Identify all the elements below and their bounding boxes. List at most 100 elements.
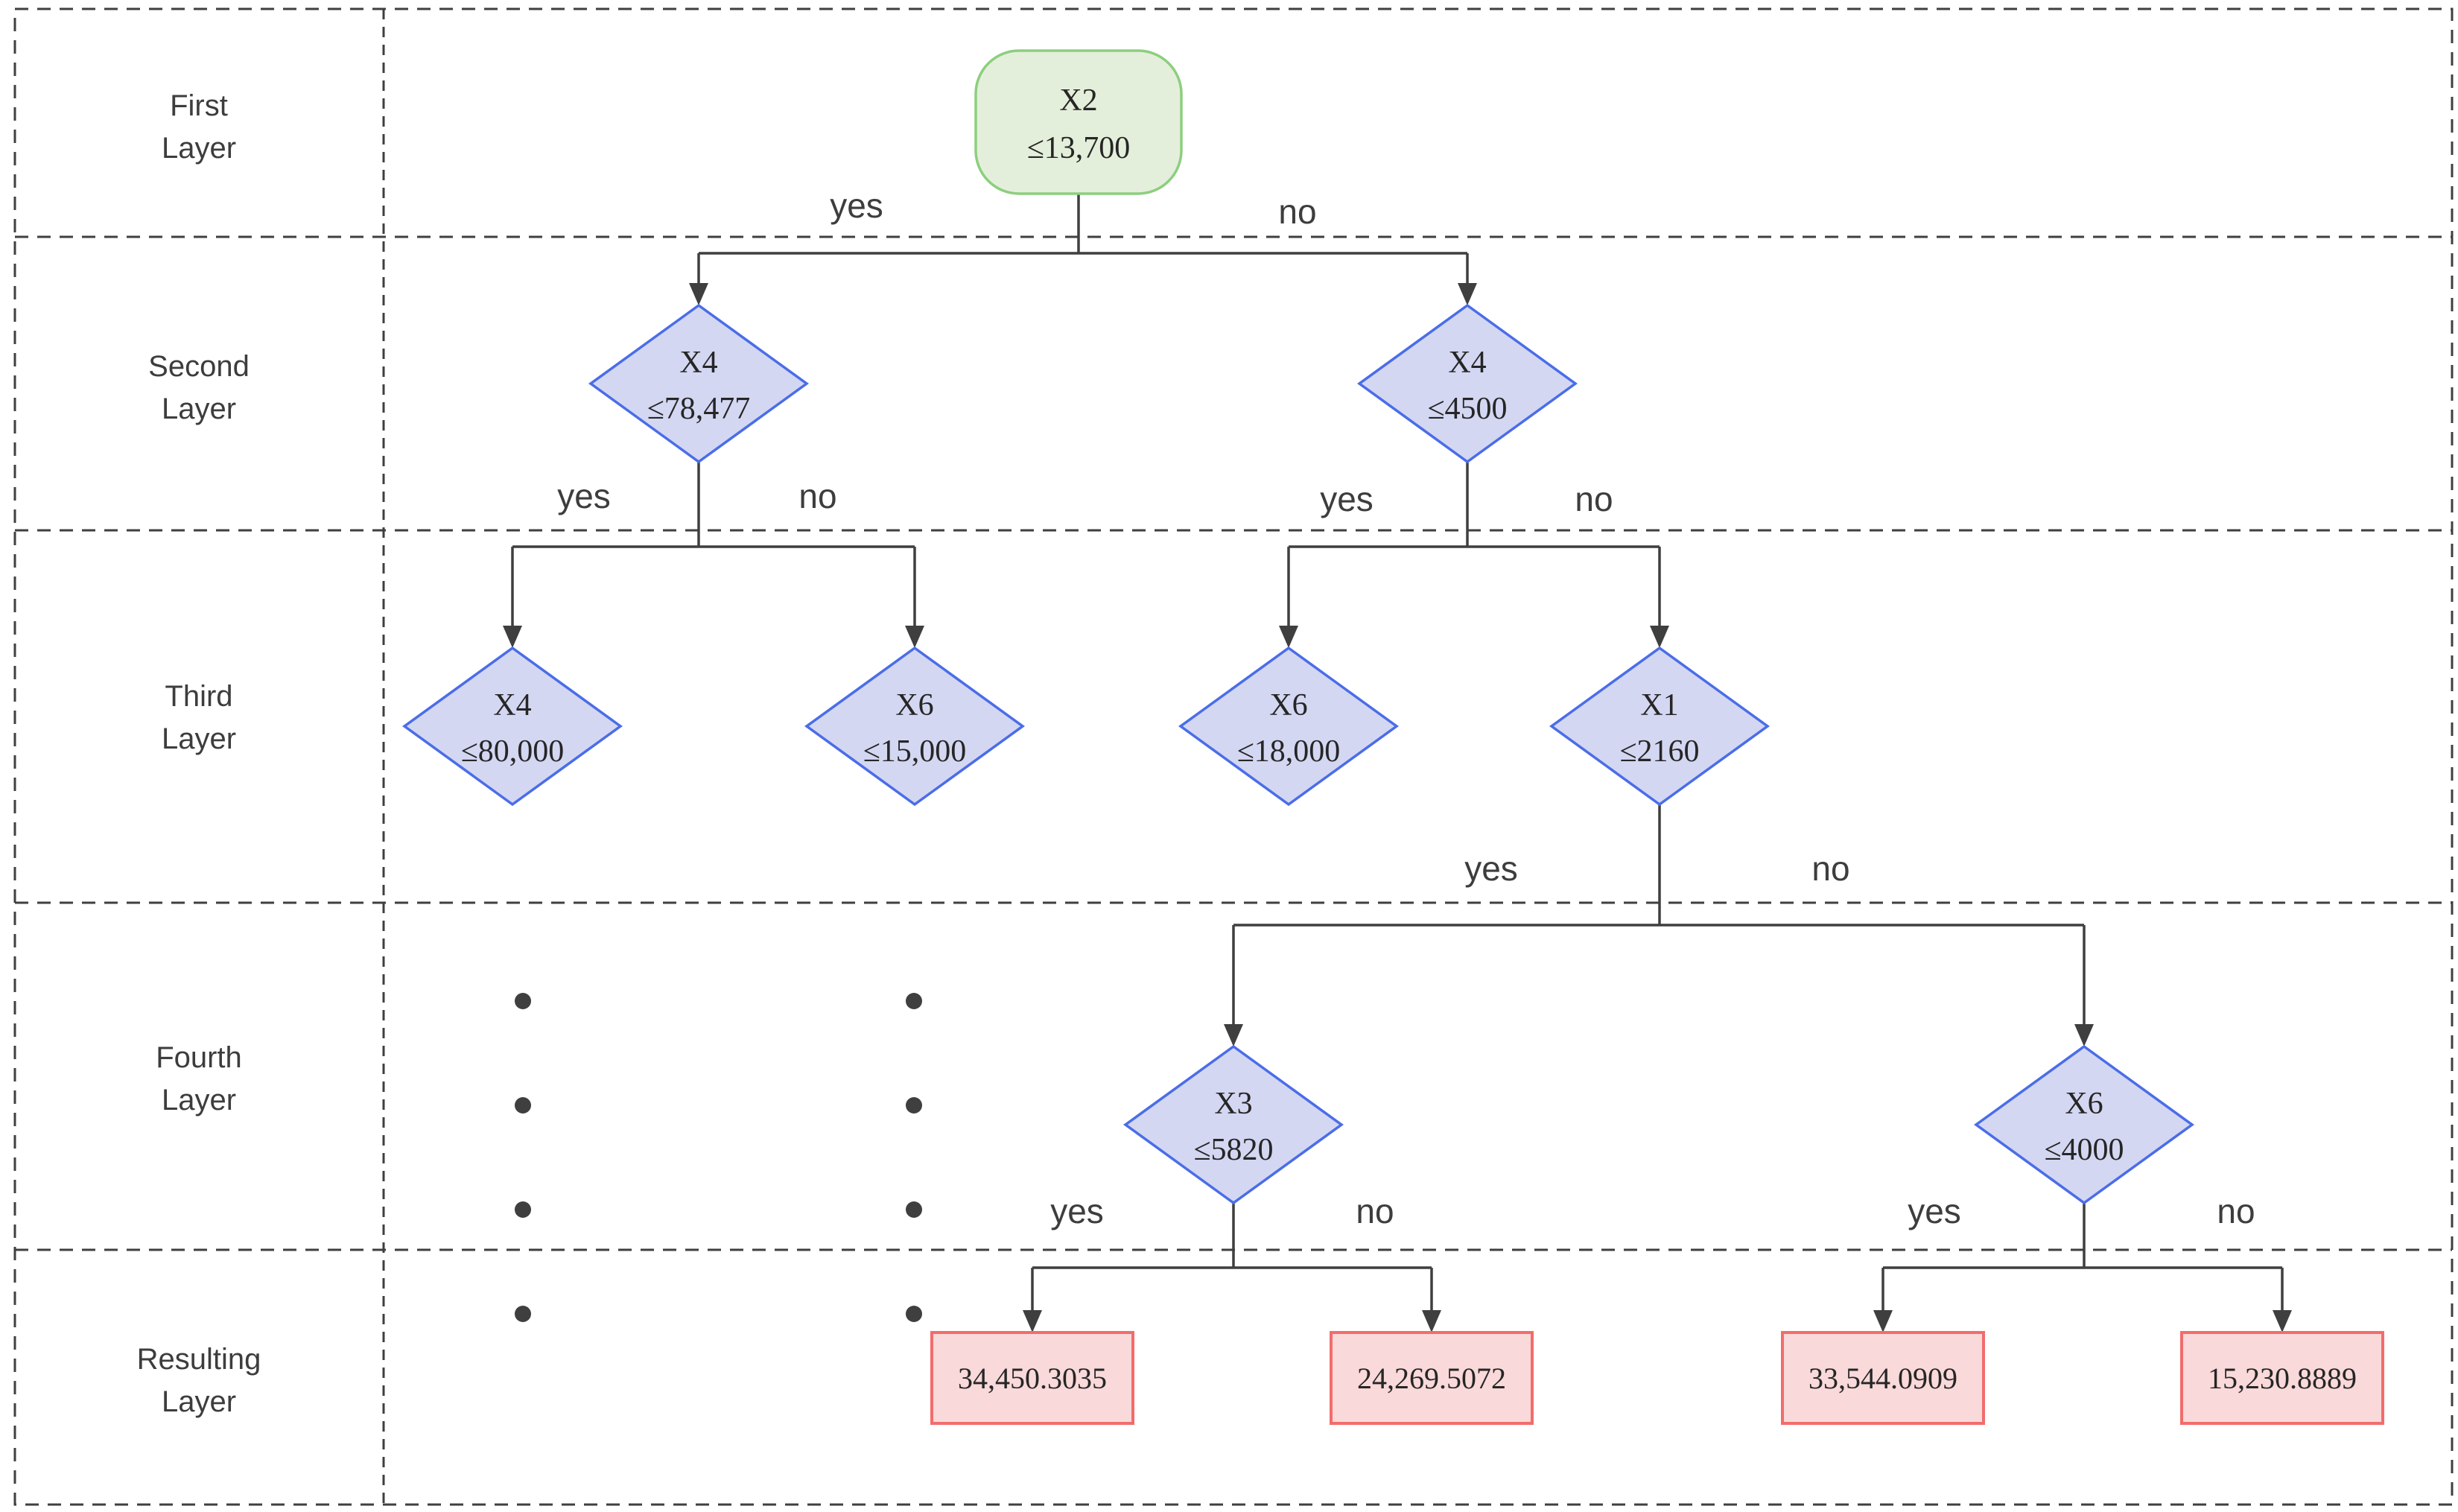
decision-node-l2-left: X4 ≤78,477 [588, 303, 809, 464]
leaf-value: 34,450.3035 [958, 1362, 1107, 1395]
edge-label-yes: yes [1908, 1192, 1961, 1230]
edge-label-no: no [798, 477, 836, 515]
edge-label-yes: yes [1464, 849, 1518, 888]
leaf-node-shape [1330, 1331, 1534, 1425]
node-condition: ≤4000 [2044, 1133, 2124, 1167]
leaf-node-shape [2180, 1331, 2384, 1425]
ellipsis-dot [515, 1306, 531, 1322]
layer-label-fourth: Fourth Layer [156, 1041, 242, 1116]
arrow-icon [1650, 626, 1669, 648]
outer-border [13, 7, 2454, 1506]
root-node-x2: X2 ≤13,700 [974, 49, 1183, 195]
layer-label-line: Third [165, 680, 232, 713]
arrow-icon [1023, 1310, 1042, 1332]
arrow-icon [503, 626, 522, 648]
arrow-icon [1873, 1310, 1893, 1332]
ellipsis-dot [515, 1201, 531, 1218]
edge-label-yes: yes [557, 477, 611, 515]
ellipsis-dots-right-column [906, 993, 922, 1322]
decision-node-shape [1178, 646, 1399, 807]
layer-label-line: Resulting [137, 1343, 261, 1376]
edge-label-no: no [2217, 1192, 2255, 1230]
leaf-node-1: 34,450.3035 [930, 1331, 1134, 1425]
node-condition: ≤2160 [1619, 734, 1699, 769]
arrow-icon [1458, 283, 1477, 305]
decision-node-shape [804, 646, 1025, 807]
decision-node-shape [1974, 1044, 2194, 1205]
arrow-icon [1422, 1310, 1441, 1332]
node-variable: X4 [1448, 346, 1486, 380]
node-variable: X6 [2065, 1087, 2103, 1121]
arrow-icon [2273, 1310, 2292, 1332]
decision-node-l3-3: X6 ≤18,000 [1178, 646, 1399, 807]
node-condition: ≤4500 [1427, 392, 1507, 426]
leaf-node-shape [1781, 1331, 1985, 1425]
layer-label-line: Layer [162, 132, 236, 165]
node-variable: X6 [1269, 688, 1307, 722]
layer-label-line: Layer [162, 1385, 236, 1418]
edge-l2left-to-layer3 [511, 462, 916, 627]
node-condition: ≤13,700 [1027, 131, 1131, 165]
layer-label-line: Layer [162, 393, 236, 425]
node-condition: ≤78,477 [647, 392, 751, 426]
edge-label-no: no [1356, 1192, 1394, 1230]
layer-label-resulting: Resulting Layer [137, 1343, 261, 1418]
leaf-value: 33,544.0909 [1808, 1362, 1957, 1395]
node-variable: X4 [493, 688, 531, 722]
decision-node-l3-1: X4 ≤80,000 [402, 646, 623, 807]
node-variable: X4 [679, 346, 717, 380]
edge-label-no: no [1811, 849, 1849, 888]
node-variable: X6 [895, 688, 933, 722]
arrow-icon [689, 283, 708, 305]
layer-label-line: First [170, 89, 228, 122]
ellipsis-dot [906, 1201, 922, 1218]
leaf-node-3: 33,544.0909 [1781, 1331, 1985, 1425]
layer-label-line: Layer [162, 1084, 236, 1116]
edge-x1-to-layer4 [1232, 804, 2086, 1026]
leaf-node-shape [930, 1331, 1134, 1425]
layer-label-third: Third Layer [162, 680, 236, 755]
decision-node-l4-right: X6 ≤4000 [1974, 1044, 2194, 1205]
edge-label-yes: yes [1320, 480, 1374, 518]
layer-label-line: Second [148, 350, 250, 383]
arrow-icon [1279, 626, 1298, 648]
node-variable: X2 [1059, 83, 1097, 118]
edge-l4right-to-leaves [1881, 1203, 2284, 1312]
decision-node-l2-right: X4 ≤4500 [1357, 303, 1578, 464]
decision-node-shape [402, 646, 623, 807]
edge-l4left-to-leaves [1031, 1203, 1433, 1312]
edge-root-to-layer2 [697, 194, 1469, 285]
node-variable: X3 [1214, 1087, 1252, 1121]
layer-label-line: Fourth [156, 1041, 242, 1074]
decision-node-l4-left: X3 ≤5820 [1123, 1044, 1344, 1205]
ellipsis-dot [515, 993, 531, 1009]
leaf-node-4: 15,230.8889 [2180, 1331, 2384, 1425]
decision-node-shape [1123, 1044, 1344, 1205]
root-node-shape [974, 49, 1183, 195]
ellipsis-dot [906, 1306, 922, 1322]
decision-node-shape [1357, 303, 1578, 464]
layer-label-line: Layer [162, 722, 236, 755]
node-condition: ≤5820 [1193, 1133, 1273, 1167]
node-variable: X1 [1640, 688, 1678, 722]
arrow-icon [905, 626, 924, 648]
leaf-value: 24,269.5072 [1357, 1362, 1506, 1395]
ellipsis-dots-left-column [515, 993, 531, 1322]
layer-label-first: First Layer [162, 89, 236, 165]
edge-label-yes: yes [830, 186, 883, 225]
node-condition: ≤80,000 [461, 734, 565, 769]
decision-node-shape [1549, 646, 1770, 807]
ellipsis-dot [906, 1097, 922, 1114]
ellipsis-dot [515, 1097, 531, 1114]
arrow-icon [2074, 1024, 2094, 1046]
node-condition: ≤18,000 [1237, 734, 1341, 769]
edge-label-no: no [1278, 192, 1316, 231]
arrow-icon [1224, 1024, 1243, 1046]
node-condition: ≤15,000 [863, 734, 967, 769]
ellipsis-dot [906, 993, 922, 1009]
leaf-node-2: 24,269.5072 [1330, 1331, 1534, 1425]
layer-label-second: Second Layer [148, 350, 250, 425]
edge-label-no: no [1575, 480, 1613, 518]
